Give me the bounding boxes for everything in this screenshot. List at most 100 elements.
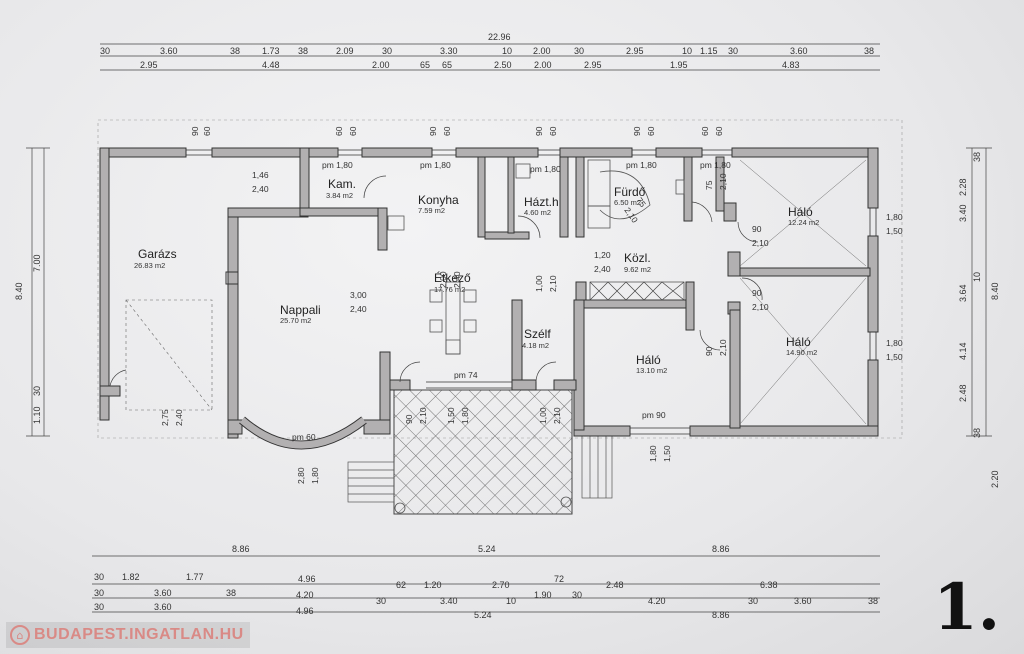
svg-text:10: 10: [506, 596, 516, 606]
svg-text:5.24: 5.24: [474, 610, 492, 620]
svg-text:1,80: 1,80: [886, 212, 903, 222]
svg-text:2.20: 2.20: [990, 470, 1000, 488]
svg-text:3.60: 3.60: [154, 602, 172, 612]
svg-text:38: 38: [230, 46, 240, 56]
svg-text:1.90: 1.90: [534, 590, 552, 600]
svg-text:pm 60: pm 60: [292, 432, 316, 442]
windows: [186, 149, 877, 435]
svg-text:65: 65: [420, 60, 430, 70]
svg-text:2,10: 2,10: [718, 339, 728, 356]
bottom-dimensions: 8.86 5.24 8.86 30 1.82 1.77 4.96 62 1.20…: [94, 544, 878, 620]
room-garazs-area: 26.83 m2: [134, 261, 165, 270]
room-halo1-name: Háló: [788, 205, 813, 219]
walls: [99, 147, 879, 439]
room-etkezo-name: Étkező: [434, 270, 471, 285]
svg-text:pm 74: pm 74: [454, 370, 478, 380]
svg-text:1.15: 1.15: [700, 46, 718, 56]
svg-text:1.73: 1.73: [262, 46, 280, 56]
svg-text:30: 30: [32, 386, 42, 396]
svg-text:pm 1,80: pm 1,80: [626, 160, 657, 170]
svg-text:1,50: 1,50: [662, 445, 672, 462]
svg-text:90: 90: [752, 224, 762, 234]
svg-text:2,10: 2,10: [622, 205, 640, 225]
svg-text:2.00: 2.00: [534, 60, 552, 70]
svg-text:pm 1,80: pm 1,80: [322, 160, 353, 170]
room-kozl-name: Közl.: [624, 251, 651, 265]
svg-text:60: 60: [700, 126, 710, 136]
svg-text:90: 90: [190, 126, 200, 136]
svg-text:1.82: 1.82: [122, 572, 140, 582]
svg-text:38: 38: [226, 588, 236, 598]
garage-car-outline: [125, 299, 213, 411]
svg-text:8.40: 8.40: [990, 282, 1000, 300]
svg-text:38: 38: [298, 46, 308, 56]
svg-text:2,40: 2,40: [252, 184, 269, 194]
svg-text:30: 30: [94, 572, 104, 582]
svg-text:1.20: 1.20: [424, 580, 442, 590]
room-haztb-name: Házt.h: [524, 195, 559, 209]
svg-text:1,50: 1,50: [446, 407, 456, 424]
top-wall-ticks: 90 60 60 60 90 60 90 60 90 60 60 60: [190, 126, 724, 136]
svg-text:10: 10: [502, 46, 512, 56]
room-halo3-area: 13.10 m2: [636, 366, 667, 375]
svg-text:2.00: 2.00: [372, 60, 390, 70]
room-halo3-name: Háló: [636, 353, 661, 367]
svg-text:1.77: 1.77: [186, 572, 204, 582]
inner-dimensions-vertical: 2,00 2,40 2,75 2,40 2,80 1,80 90 2,10 1,…: [160, 173, 728, 484]
watermark-text: BUDAPEST.INGATLAN.HU: [34, 626, 244, 643]
svg-text:2,40: 2,40: [350, 304, 367, 314]
svg-text:60: 60: [442, 126, 452, 136]
chimney: [225, 271, 239, 285]
svg-text:3.60: 3.60: [790, 46, 808, 56]
svg-text:3.64: 3.64: [958, 284, 968, 302]
svg-text:65: 65: [442, 60, 452, 70]
svg-text:2.00: 2.00: [533, 46, 551, 56]
left-dimension-lines: [26, 147, 50, 437]
svg-text:7.00: 7.00: [32, 254, 42, 272]
svg-text:1,00: 1,00: [538, 407, 548, 424]
svg-text:pm 90: pm 90: [642, 410, 666, 420]
room-halo1-area: 12.24 m2: [788, 218, 819, 227]
svg-text:2,00: 2,00: [438, 271, 448, 288]
svg-text:1,80: 1,80: [460, 407, 470, 424]
room-halo2-name: Háló: [786, 335, 811, 349]
svg-text:60: 60: [646, 126, 656, 136]
svg-text:1,80: 1,80: [886, 338, 903, 348]
svg-text:2.95: 2.95: [140, 60, 158, 70]
svg-text:2.70: 2.70: [492, 580, 510, 590]
svg-text:4.48: 4.48: [262, 60, 280, 70]
svg-text:30: 30: [572, 590, 582, 600]
sheet-number: 1.: [933, 570, 1000, 645]
svg-text:10: 10: [682, 46, 692, 56]
svg-text:38: 38: [972, 152, 982, 162]
svg-text:1,80: 1,80: [310, 467, 320, 484]
svg-text:5.24: 5.24: [478, 544, 496, 554]
svg-text:30: 30: [100, 46, 110, 56]
bedroom-diagonals: [739, 159, 867, 425]
svg-text:2,40: 2,40: [174, 409, 184, 426]
inner-dimensions: pm 1,80 pm 1,80 pm 1,80 pm 1,80 pm 1,80 …: [252, 160, 903, 442]
left-dimensions: 8.40 7.00 1.10 30: [14, 254, 42, 424]
svg-text:1,46: 1,46: [252, 170, 269, 180]
svg-text:pm 1,80: pm 1,80: [420, 160, 451, 170]
svg-text:2,10: 2,10: [718, 173, 728, 190]
corridor-wardrobe: [589, 281, 685, 301]
svg-text:30: 30: [574, 46, 584, 56]
room-etkezo-area: 17.76 m2: [434, 285, 465, 294]
svg-text:90: 90: [632, 126, 642, 136]
svg-text:1,00: 1,00: [534, 275, 544, 292]
svg-text:1.10: 1.10: [32, 406, 42, 424]
svg-text:6.38: 6.38: [760, 580, 778, 590]
top-row1-dims: 30 3.60 38 1.73 38 2.09 30 3.30 10 2.00 …: [100, 46, 874, 56]
svg-text:4.96: 4.96: [298, 574, 316, 584]
room-szelf-area: 4.18 m2: [522, 341, 549, 350]
svg-text:3.60: 3.60: [154, 588, 172, 598]
svg-text:60: 60: [202, 126, 212, 136]
bottom-dimension-lines: [92, 555, 880, 613]
room-kam-name: Kam.: [328, 177, 356, 191]
svg-text:30: 30: [748, 596, 758, 606]
svg-text:8.40: 8.40: [14, 282, 24, 300]
svg-text:90: 90: [752, 288, 762, 298]
room-kozl-area: 9.62 m2: [624, 265, 651, 274]
